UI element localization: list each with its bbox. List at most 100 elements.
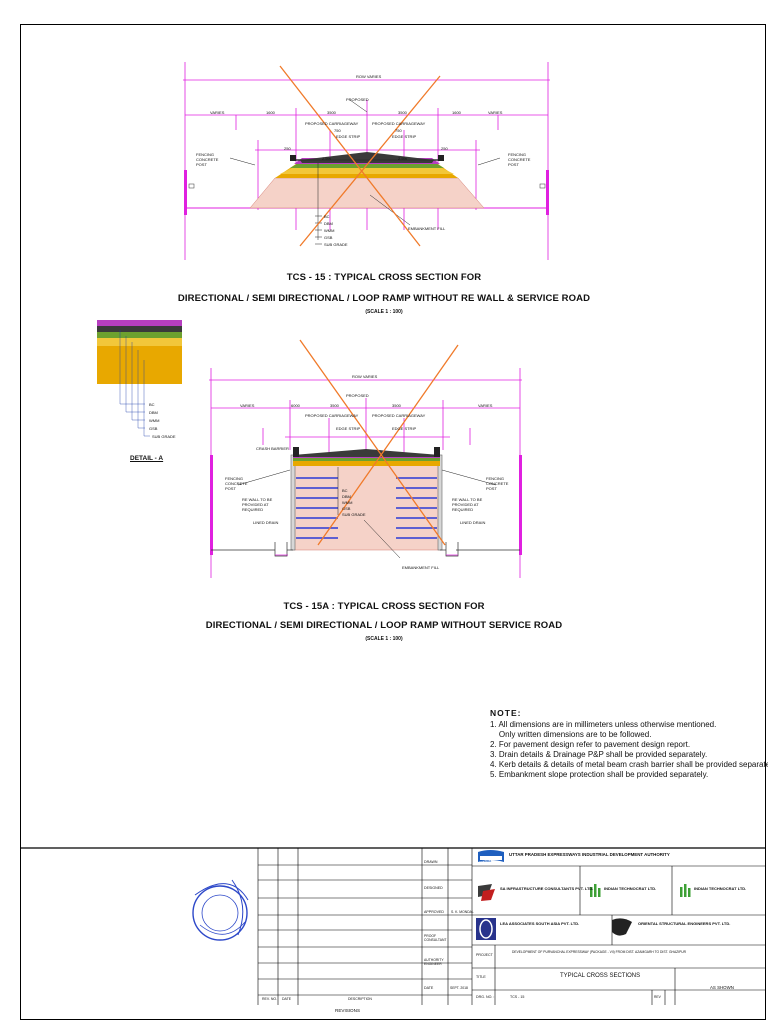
tcs15a-cross-section (209, 339, 522, 578)
tb-rev-no: REV. NO. (262, 997, 278, 1001)
tcs15a-lined-drain-right: LINED DRAIN (460, 520, 486, 525)
tcs15-title-line1: TCS - 15 : TYPICAL CROSS SECTION FOR (286, 272, 482, 283)
tcs15a-dim-4: 3500 (392, 403, 401, 408)
tb-authority-name: UTTAR PRADESH EXPRESSWAYS INDUSTRIAL DEV… (509, 852, 670, 857)
tcs15-dim-750-left: 750 (334, 128, 341, 133)
tcs15a-fencing-right: FENCING CONCRETE POST (486, 476, 509, 491)
tcs15-edge-strip-left: EDGE STRIP (336, 134, 361, 139)
tb-project-label: PROJECT (476, 953, 493, 957)
drawing-sheet-border (20, 24, 766, 1020)
tb-consultant-4: LEA ASSOCIATES SOUTH ASIA PVT. LTD. (500, 921, 580, 926)
upeida-logo (478, 850, 504, 862)
tcs15-fencing-left: FENCING CONCRETE POST (196, 152, 219, 167)
tcs15-embankment: EMBANKMENT FILL (408, 226, 446, 231)
tcs15-dim-750-right: 750 (395, 128, 402, 133)
cancel-cross-tcs15 (279, 65, 441, 247)
tcs15-dim-6: VARIES (488, 110, 503, 115)
tcs15-edge-strip-right: EDGE STRIP (392, 134, 417, 139)
notes-heading: NOTE: (490, 708, 522, 718)
tcs15-dim-2: 1600 (266, 110, 275, 115)
detail-a-label: DETAIL - A (130, 455, 164, 462)
detail-layer-subgrade: SUB GRADE (152, 434, 176, 439)
tcs15a-layer-subgrade: SUB GRADE (342, 512, 366, 517)
tcs15-dim-5: 1600 (452, 110, 461, 115)
embankment-fill (249, 177, 485, 209)
tb-date-value: SEPT. 2018 (450, 986, 468, 990)
tcs15-slope-left: 2.5% (322, 156, 332, 161)
note-item: 2. For pavement design refer to pavement… (490, 740, 691, 749)
note-item: 5. Embankment slope protection shall be … (490, 770, 709, 779)
tcs15-layer-subgrade: SUB GRADE (324, 242, 348, 247)
tb-rev-label: REV (654, 995, 661, 999)
tcs15a-edge-strip-right: EDGE STRIP (392, 426, 417, 431)
tb-project-text: DEVELOPMENT OF PURVANCHAL EXPRESSWAY (PA… (512, 950, 687, 954)
tcs15a-dim-3: 3500 (330, 403, 339, 408)
detail-a-pavement (97, 320, 182, 437)
notes-block: NOTE: 1. All dimensions are in millimete… (490, 708, 768, 780)
tcs15a-layer-gsb: GSB (342, 506, 351, 511)
tb-approved: APPROVED (424, 910, 444, 914)
tcs15-carriageway-left: PROPOSED CARRIAGEWAY (305, 121, 359, 126)
tb-drawn: DRAWN (424, 860, 438, 864)
tcs15a-embankment: EMBANKMENT FILL (402, 565, 440, 570)
tcs15-dim-250-left: 250 (284, 146, 291, 151)
tcs15-layer-dbm: DBM (324, 221, 333, 226)
detail-layer-bc: BC (149, 402, 155, 407)
tcs15a-dim-5: VARIES (478, 403, 493, 408)
tb-consultant-5: ORIENTAL STRUCTURAL ENGINEERS PVT. LTD. (638, 921, 731, 926)
tcs15-dim-3: 3500 (327, 110, 336, 115)
tb-drg-no-label: DRG. NO. : (476, 995, 495, 999)
re-wall-reinforcement (296, 477, 437, 539)
tcs15a-carriageway-left: PROPOSED CARRIAGEWAY (305, 413, 359, 418)
tb-proof-consultant: PROOF CONSULTANT (424, 934, 447, 942)
tcs15a-edge-strip-left: EDGE STRIP (336, 426, 361, 431)
tcs15a-layer-dbm: DBM (342, 494, 351, 499)
approval-stamp (192, 879, 249, 941)
tb-revisions: REVISIONS (335, 1008, 361, 1013)
itl-logo-2 (680, 884, 691, 897)
tcs15-scale: (SCALE 1 : 100) (365, 309, 403, 315)
tcs15a-dim-2: 6000 (291, 403, 300, 408)
tb-consultant-1: SA INFRASTRUCTURE CONSULTANTS PVT. LTD. (500, 886, 594, 891)
tcs15a-title-line1: TCS - 15A : TYPICAL CROSS SECTION FOR (283, 601, 485, 612)
itl-logo-1 (590, 884, 601, 897)
note-item: 3. Drain details & Drainage P&P shall be… (490, 750, 708, 759)
tcs15-layer-gsb: GSB (324, 235, 333, 240)
note-item: Only written dimensions are to be follow… (490, 730, 652, 739)
tcs15-fencing-right: FENCING CONCRETE POST (508, 152, 531, 167)
tcs15a-title-line2: DIRECTIONAL / SEMI DIRECTIONAL / LOOP RA… (205, 620, 563, 631)
tcs15-dim-250-right: 250 (441, 146, 448, 151)
tcs15-layer-wmm: WMM (324, 228, 335, 233)
lea-logo (476, 918, 496, 940)
tcs15-title-line2: DIRECTIONAL / SEMI DIRECTIONAL / LOOP RA… (177, 293, 591, 304)
tb-description: DESCRIPTION (348, 997, 372, 1001)
detail-layer-wmm: WMM (149, 418, 160, 423)
tb-consultant-2: INDIAN TECHNOCRAT LTD. (604, 886, 657, 891)
title-block-grid (20, 847, 766, 1005)
tcs15a-re-wall-right: RE WALL TO BE PROVIDED AT REQUIRED (452, 497, 483, 512)
detail-layer-dbm: DBM (149, 410, 158, 415)
tcs15a-proposed: PROPOSED (346, 393, 369, 398)
tb-authority-engineer: AUTHORITY ENGINEER (424, 958, 444, 966)
sa-logo (478, 884, 495, 901)
note-item: 1. All dimensions are in millimeters unl… (490, 720, 717, 729)
cancel-cross-tcs15a (299, 339, 459, 546)
tb-date-col: DATE (282, 997, 292, 1001)
note-item: 4. Kerb details & details of metal beam … (490, 760, 768, 769)
tcs15-slope-right: 2.5% (398, 156, 408, 161)
tcs15a-carriageway-right: PROPOSED CARRIAGEWAY (372, 413, 426, 418)
tcs15a-crash-barrier: CRASH BARRIER (256, 446, 289, 451)
tcs15a-layer-bc: BC (342, 488, 348, 493)
tcs15a-row-label: ROW VARIES (352, 374, 378, 379)
ose-logo (612, 918, 632, 936)
tcs15a-dim-1: VARIES (240, 403, 255, 408)
tcs15-dim-1: VARIES (210, 110, 225, 115)
tb-title-label: TITLE (476, 975, 486, 979)
tcs15-proposed: PROPOSED (346, 97, 369, 102)
tb-title-value: TYPICAL CROSS SECTIONS (560, 973, 641, 979)
tcs15-dim-4: 3500 (398, 110, 407, 115)
tcs15a-re-wall-left: RE WALL TO BE PROVIDED AT REQUIRED (242, 497, 273, 512)
tcs15a-lined-drain-left: LINED DRAIN (253, 520, 279, 525)
tcs15a-layer-wmm: WMM (342, 500, 353, 505)
